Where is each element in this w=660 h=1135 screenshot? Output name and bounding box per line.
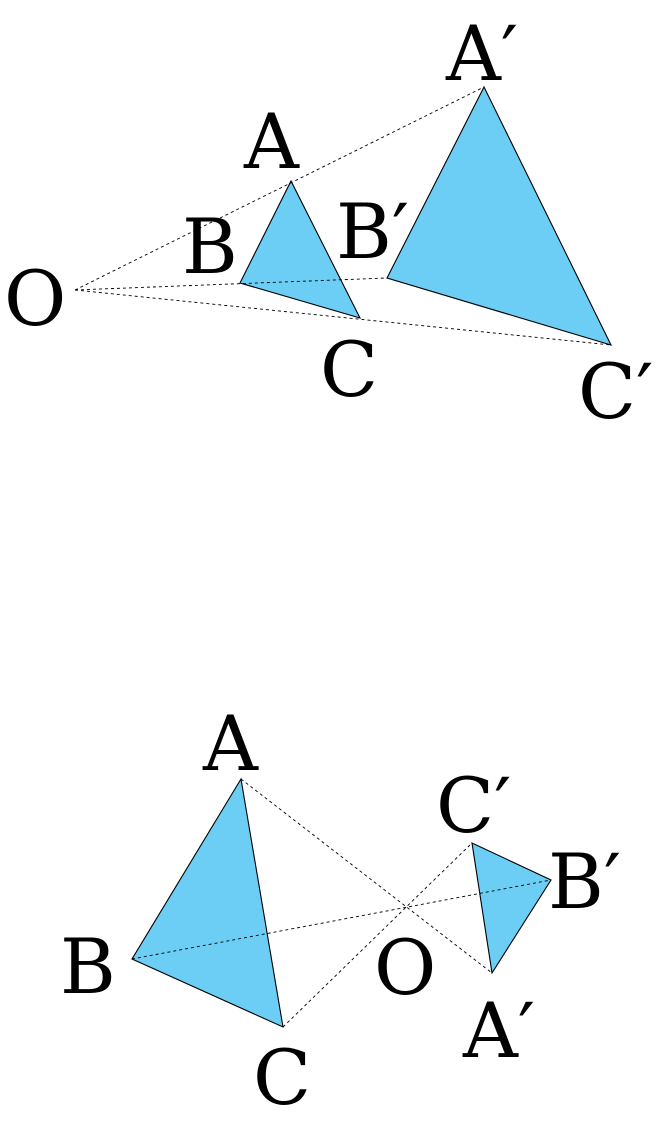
label-a: A bbox=[202, 699, 259, 788]
triangle-abc-prime bbox=[386, 85, 613, 346]
triangle-abc-prime bbox=[471, 842, 552, 975]
label-b-prime: B′ bbox=[336, 187, 409, 276]
label-a-prime: A′ bbox=[445, 9, 518, 98]
segment-b-b-prime bbox=[131, 879, 552, 960]
segment-a-a-prime bbox=[240, 778, 493, 974]
triangle-abc bbox=[131, 777, 284, 1028]
label-b-prime: B′ bbox=[548, 837, 621, 926]
triangle-abc bbox=[239, 179, 362, 319]
label-b: B bbox=[60, 922, 116, 1011]
label-c-prime: C′ bbox=[436, 761, 511, 850]
label-a-prime: A′ bbox=[462, 986, 535, 1075]
label-c: C bbox=[253, 1033, 311, 1122]
segment-c-c-prime bbox=[282, 842, 473, 1028]
ray-o-a-prime bbox=[74, 86, 485, 291]
figure-positive-homothety: O A B C A′ B′ C′ bbox=[4, 9, 653, 436]
label-o: O bbox=[4, 254, 66, 343]
ray-o-b-prime bbox=[74, 277, 388, 291]
label-b: B bbox=[182, 202, 238, 291]
label-c-prime: C′ bbox=[578, 347, 653, 436]
figure-negative-homothety: A B C O C′ B′ A′ bbox=[60, 699, 621, 1122]
label-c: C bbox=[320, 325, 378, 414]
label-a: A bbox=[243, 97, 300, 186]
label-o: O bbox=[374, 923, 436, 1012]
